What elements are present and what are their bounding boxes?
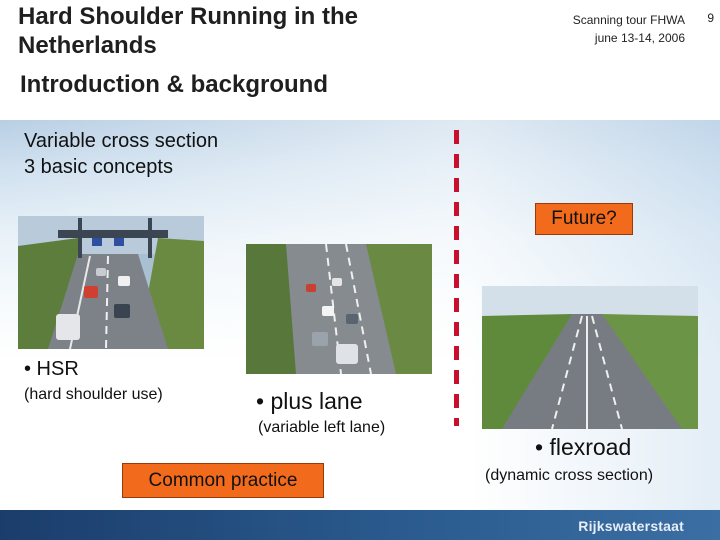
future-badge: Future? — [535, 203, 633, 235]
plus-lane-photo — [246, 244, 432, 374]
concepts-line-1: Variable cross section — [24, 130, 219, 152]
brand-logo: Rijkswaterstaat — [578, 518, 684, 534]
slide-subtitle: Introduction & background — [20, 71, 328, 98]
concepts-line-2: 3 basic concepts — [24, 156, 173, 178]
hsr-photo — [18, 216, 204, 349]
common-practice-badge: Common practice — [122, 463, 324, 498]
flexroad-label: • flexroad — [535, 434, 632, 460]
flexroad-photo — [482, 286, 698, 429]
dashed-divider — [454, 130, 459, 426]
plus-lane-description: (variable left lane) — [258, 419, 386, 436]
hsr-label: • HSR — [24, 358, 79, 380]
meta-line-2: june 13-14, 2006 — [594, 31, 685, 45]
meta-line-1: Scanning tour FHWA — [572, 13, 685, 27]
concepts-text: Variable cross section 3 basic concepts — [24, 128, 218, 180]
plus-lane-label: • plus lane — [256, 388, 363, 414]
page-number: 9 — [707, 11, 714, 25]
title-line-2: Netherlands — [18, 32, 157, 59]
slide-title: Hard Shoulder Running in the Netherlands — [18, 2, 358, 60]
title-line-1: Hard Shoulder Running in the — [18, 3, 358, 30]
slide-meta: Scanning tour FHWA june 13-14, 2006 — [573, 11, 685, 47]
flexroad-description: (dynamic cross section) — [485, 467, 654, 484]
hsr-description: (hard shoulder use) — [24, 386, 163, 403]
footer-bar: Rijkswaterstaat — [0, 510, 720, 540]
